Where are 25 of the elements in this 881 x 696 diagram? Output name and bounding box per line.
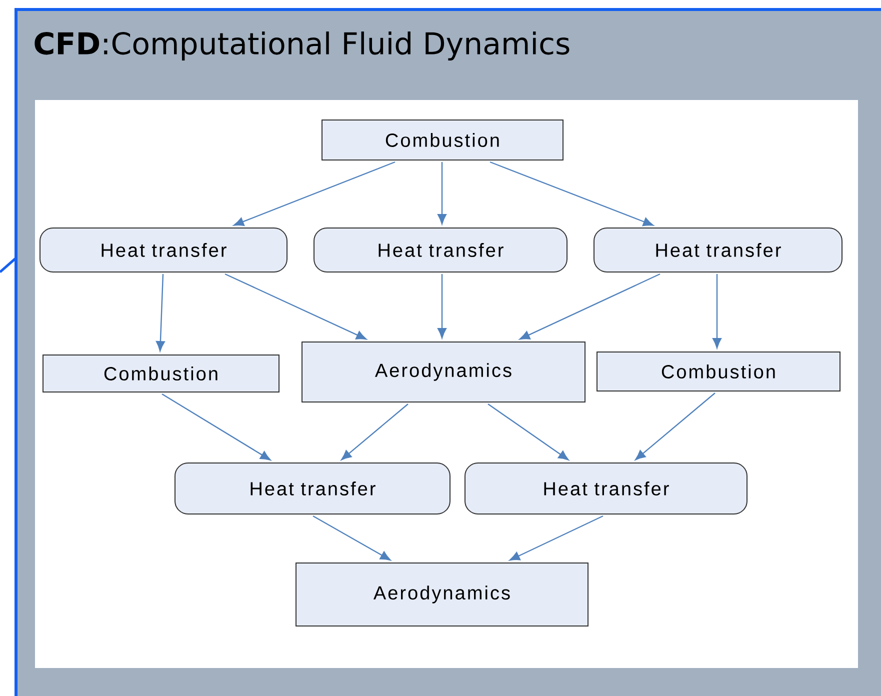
arrow xyxy=(438,274,446,338)
arrow xyxy=(509,515,604,561)
process-box: Aerodynamics xyxy=(296,562,588,626)
title: CFD:Computational Fluid Dynamics xyxy=(34,32,570,61)
rounded-box: Heat transfer xyxy=(314,228,568,272)
rounded-box: Heat transfer xyxy=(594,228,842,272)
process-box: Combustion xyxy=(42,354,280,392)
process-box: Aerodynamics xyxy=(302,342,586,402)
arrow xyxy=(490,161,654,226)
arrow xyxy=(312,515,391,560)
arrow xyxy=(519,273,660,340)
process-box: Combustion xyxy=(596,352,840,392)
arrow xyxy=(234,161,396,226)
arrow xyxy=(635,392,716,460)
arrow xyxy=(224,273,367,340)
arrow xyxy=(488,404,569,460)
arrow xyxy=(156,274,165,352)
arrow xyxy=(341,404,408,460)
rounded-box: Heat transfer xyxy=(40,228,288,272)
process-box: Combustion xyxy=(322,120,564,160)
arrow xyxy=(438,162,446,224)
arrow xyxy=(162,393,271,460)
rounded-box: Heat transfer xyxy=(174,462,450,514)
arrow xyxy=(712,274,722,348)
rounded-box: Heat transfer xyxy=(464,462,748,514)
